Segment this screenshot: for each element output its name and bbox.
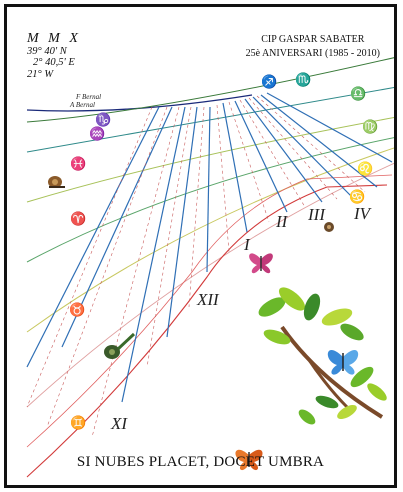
aries-icon: ♈ (70, 211, 87, 226)
hour-iv: IV (354, 204, 371, 223)
snail-icon (104, 332, 136, 359)
school-name: CIP GASPAR SABATER (261, 34, 365, 45)
author-a-bernal: A Bernal (70, 101, 95, 109)
snail-icon (324, 222, 334, 232)
hour-lines (26, 92, 393, 403)
libra-icon: ♎ (350, 86, 367, 101)
butterfly-icon (327, 350, 359, 375)
sundial-diagram (26, 57, 394, 478)
virgo-icon: ♍ (362, 119, 379, 134)
hour-xii: XII (197, 290, 219, 309)
capricorn-icon: ♑ (95, 112, 112, 127)
location-info: M M X 39° 40' N 2° 40,5' E 21° W (27, 31, 81, 80)
scorpio-icon: ♏ (295, 72, 312, 87)
anniversary-info: CIP GASPAR SABATER 25è ANIVERSARI (1985 … (246, 33, 380, 60)
butterfly-icon (235, 449, 263, 471)
longitude: 2° 40,5' E (33, 57, 75, 69)
taurus-icon: ♉ (69, 302, 86, 317)
snail-icon (48, 176, 65, 188)
declination-lines (26, 57, 394, 408)
sagittarius-icon: ♐ (261, 74, 278, 89)
cancer-icon: ♋ (349, 189, 366, 204)
author-f-bernal: F Bernal (76, 93, 102, 101)
motto: SI NUBES PLACET, DOCET UMBRA (76, 454, 325, 470)
gemini-icon: ♊ (70, 415, 87, 430)
butterfly-icon (249, 253, 273, 274)
half-hour-lines (26, 95, 366, 438)
hour-ii: II (276, 212, 288, 231)
pisces-icon: ♓ (70, 156, 87, 171)
declination: 21° W (27, 68, 54, 80)
plant-icon (258, 287, 387, 425)
aquarius-icon: ♒ (89, 126, 106, 141)
leo-icon: ♌ (357, 161, 374, 176)
hour-i: I (244, 235, 250, 254)
year-code: M M X (27, 31, 81, 46)
hour-iii: III (308, 205, 325, 224)
solstice-curve-bottom (26, 184, 388, 478)
sundial-card: M M X 39° 40' N 2° 40,5' E 21° W CIP GAS… (4, 4, 397, 488)
anniversary-text: 25è ANIVERSARI (1985 - 2010) (245, 47, 380, 59)
latitude: 39° 40' N (27, 46, 67, 58)
hour-xi: XI (111, 414, 128, 433)
